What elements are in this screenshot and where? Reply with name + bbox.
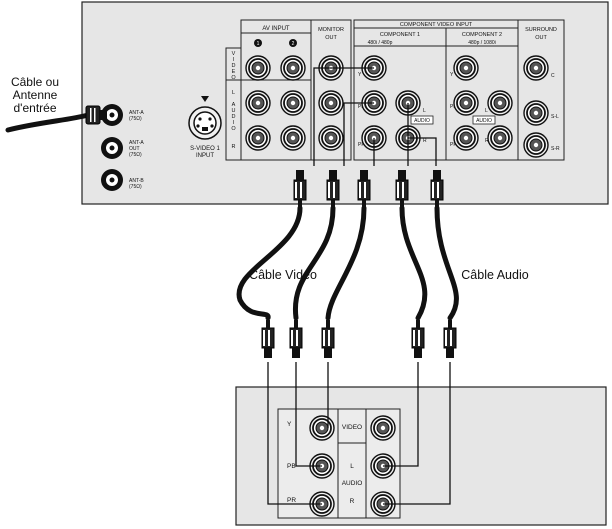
av-audio-vertical-label: L A U D I O R	[231, 90, 236, 150]
svg-text:D: D	[232, 114, 236, 120]
coax-label-line-2: Antenne	[13, 88, 58, 102]
source-video-plug-y	[261, 319, 275, 359]
surround-sr-label: S-R	[551, 146, 560, 152]
av-input-label: AV INPUT	[262, 26, 290, 32]
svg-text:U: U	[232, 108, 236, 114]
av-video-vertical-label: V I D E O	[231, 51, 236, 81]
comp2-pb-label: PB	[450, 104, 457, 110]
source-video-label: VIDEO	[342, 424, 362, 431]
monitor-out-audio-r-jack[interactable]	[318, 125, 344, 151]
coax-cable	[5, 105, 107, 133]
monitor-out-audio-l-jack[interactable]	[318, 90, 344, 116]
svg-text:A: A	[232, 102, 236, 108]
video-cable	[236, 205, 367, 321]
comp1-l-label: L	[423, 108, 426, 114]
surround-out-box	[517, 19, 565, 161]
ant-b-connector[interactable]	[101, 169, 123, 191]
component2-resolution: 480p / 1080i	[468, 40, 496, 46]
comp2-r-label: R	[485, 138, 489, 144]
ant-a-in-label: ANT-A	[129, 110, 144, 116]
source-pr-label: PR	[287, 497, 296, 504]
av1-audio-l-jack[interactable]	[245, 90, 271, 116]
svg-text:I: I	[233, 57, 235, 63]
comp2-pr-jack[interactable]	[453, 125, 479, 151]
comp1-r-label: R	[423, 138, 427, 144]
monitor-out-box	[310, 19, 352, 161]
source-video-jack[interactable]	[370, 415, 396, 441]
svg-text:E: E	[232, 69, 236, 75]
av2-audio-r-jack[interactable]	[280, 125, 306, 151]
comp1-audio-label: AUDIO	[414, 118, 430, 124]
comp1-y-label: Y	[358, 72, 362, 78]
comp1-pb-label: PB	[358, 104, 365, 110]
av2-video-jack[interactable]	[280, 55, 306, 81]
svg-text:I: I	[233, 120, 235, 126]
ant-a-out-ohm: (75Ω)	[129, 152, 142, 158]
coax-label-line-1: Câble ou	[11, 75, 59, 89]
source-device-panel: Y PB PR VIDEO L AUDIO R	[235, 386, 607, 526]
svg-text:L: L	[232, 90, 235, 96]
source-pb-label: PB	[287, 463, 296, 470]
comp2-audio-l-jack[interactable]	[487, 90, 513, 116]
component-video-input-label: COMPONENT VIDEO INPUT	[400, 22, 473, 28]
comp2-pr-label: PR	[450, 142, 457, 148]
source-audio-plug-l	[411, 319, 425, 359]
av-number-1: 1	[257, 41, 260, 47]
audio-cable	[399, 205, 459, 321]
surround-sl-label: S-L	[551, 114, 559, 120]
comp2-l-label: L	[485, 108, 488, 114]
svg-text:R: R	[232, 144, 236, 150]
source-audio-r-label: R	[350, 498, 355, 505]
ant-a-in-ohm: (75Ω)	[129, 116, 142, 122]
source-audio-l-label: L	[350, 463, 354, 470]
source-audio-label: AUDIO	[342, 480, 363, 487]
svideo-label-1: S-VIDEO 1	[190, 146, 220, 152]
svg-text:D: D	[232, 63, 236, 69]
ant-b-label: ANT-B	[129, 178, 144, 184]
component1-resolution: 480i / 480p	[368, 40, 393, 46]
audio-cable-label: Câble Audio	[461, 268, 528, 282]
ant-a-out-connector[interactable]	[101, 137, 123, 159]
component1-label: COMPONENT 1	[380, 32, 420, 38]
source-video-plug-pb	[289, 319, 303, 359]
surround-out-label-2: OUT	[535, 35, 547, 41]
video-cable-label: Câble Vidéo	[249, 268, 317, 282]
tv-jack-wires	[313, 67, 437, 166]
monitor-out-label-1: MONITOR	[318, 27, 344, 33]
surround-center-label: C	[551, 73, 555, 79]
source-jack-wires	[267, 362, 451, 505]
source-y-label: Y	[287, 421, 292, 428]
av2-audio-l-jack[interactable]	[280, 90, 306, 116]
surround-center-jack[interactable]	[523, 55, 549, 81]
svideo-label-2: INPUT	[196, 153, 214, 159]
tv-back-panel: AV INPUT 1 2 V I D E O L A U D I O R	[81, 1, 609, 205]
monitor-out-label-2: OUT	[325, 35, 337, 41]
comp2-y-label: Y	[450, 72, 454, 78]
comp2-pb-jack[interactable]	[453, 90, 479, 116]
comp2-audio-label: AUDIO	[476, 118, 492, 124]
ant-a-out-label-1: ANT-A	[129, 140, 144, 146]
coax-label-line-3: d'entrée	[14, 101, 57, 115]
surround-sl-jack[interactable]	[523, 100, 549, 126]
comp2-audio-r-jack[interactable]	[487, 125, 513, 151]
surround-sr-jack[interactable]	[523, 132, 549, 158]
comp1-pr-label: PR	[358, 142, 365, 148]
source-video-plug-pr	[321, 319, 335, 359]
source-y-jack[interactable]	[309, 415, 335, 441]
av1-audio-r-jack[interactable]	[245, 125, 271, 151]
ant-a-out-label-2: OUT	[129, 146, 140, 152]
ant-a-in-connector[interactable]	[101, 104, 123, 126]
surround-out-label-1: SURROUND	[525, 27, 557, 33]
svg-text:O: O	[231, 126, 236, 132]
ant-b-ohm: (75Ω)	[129, 184, 142, 190]
svg-text:O: O	[231, 75, 236, 81]
component2-label: COMPONENT 2	[462, 32, 502, 38]
svideo-arrow-icon	[201, 96, 209, 102]
svg-text:V: V	[232, 51, 236, 57]
av1-video-jack[interactable]	[245, 55, 271, 81]
comp2-y-jack[interactable]	[453, 55, 479, 81]
av-number-2: 2	[292, 41, 295, 47]
source-audio-plug-r	[443, 319, 457, 359]
